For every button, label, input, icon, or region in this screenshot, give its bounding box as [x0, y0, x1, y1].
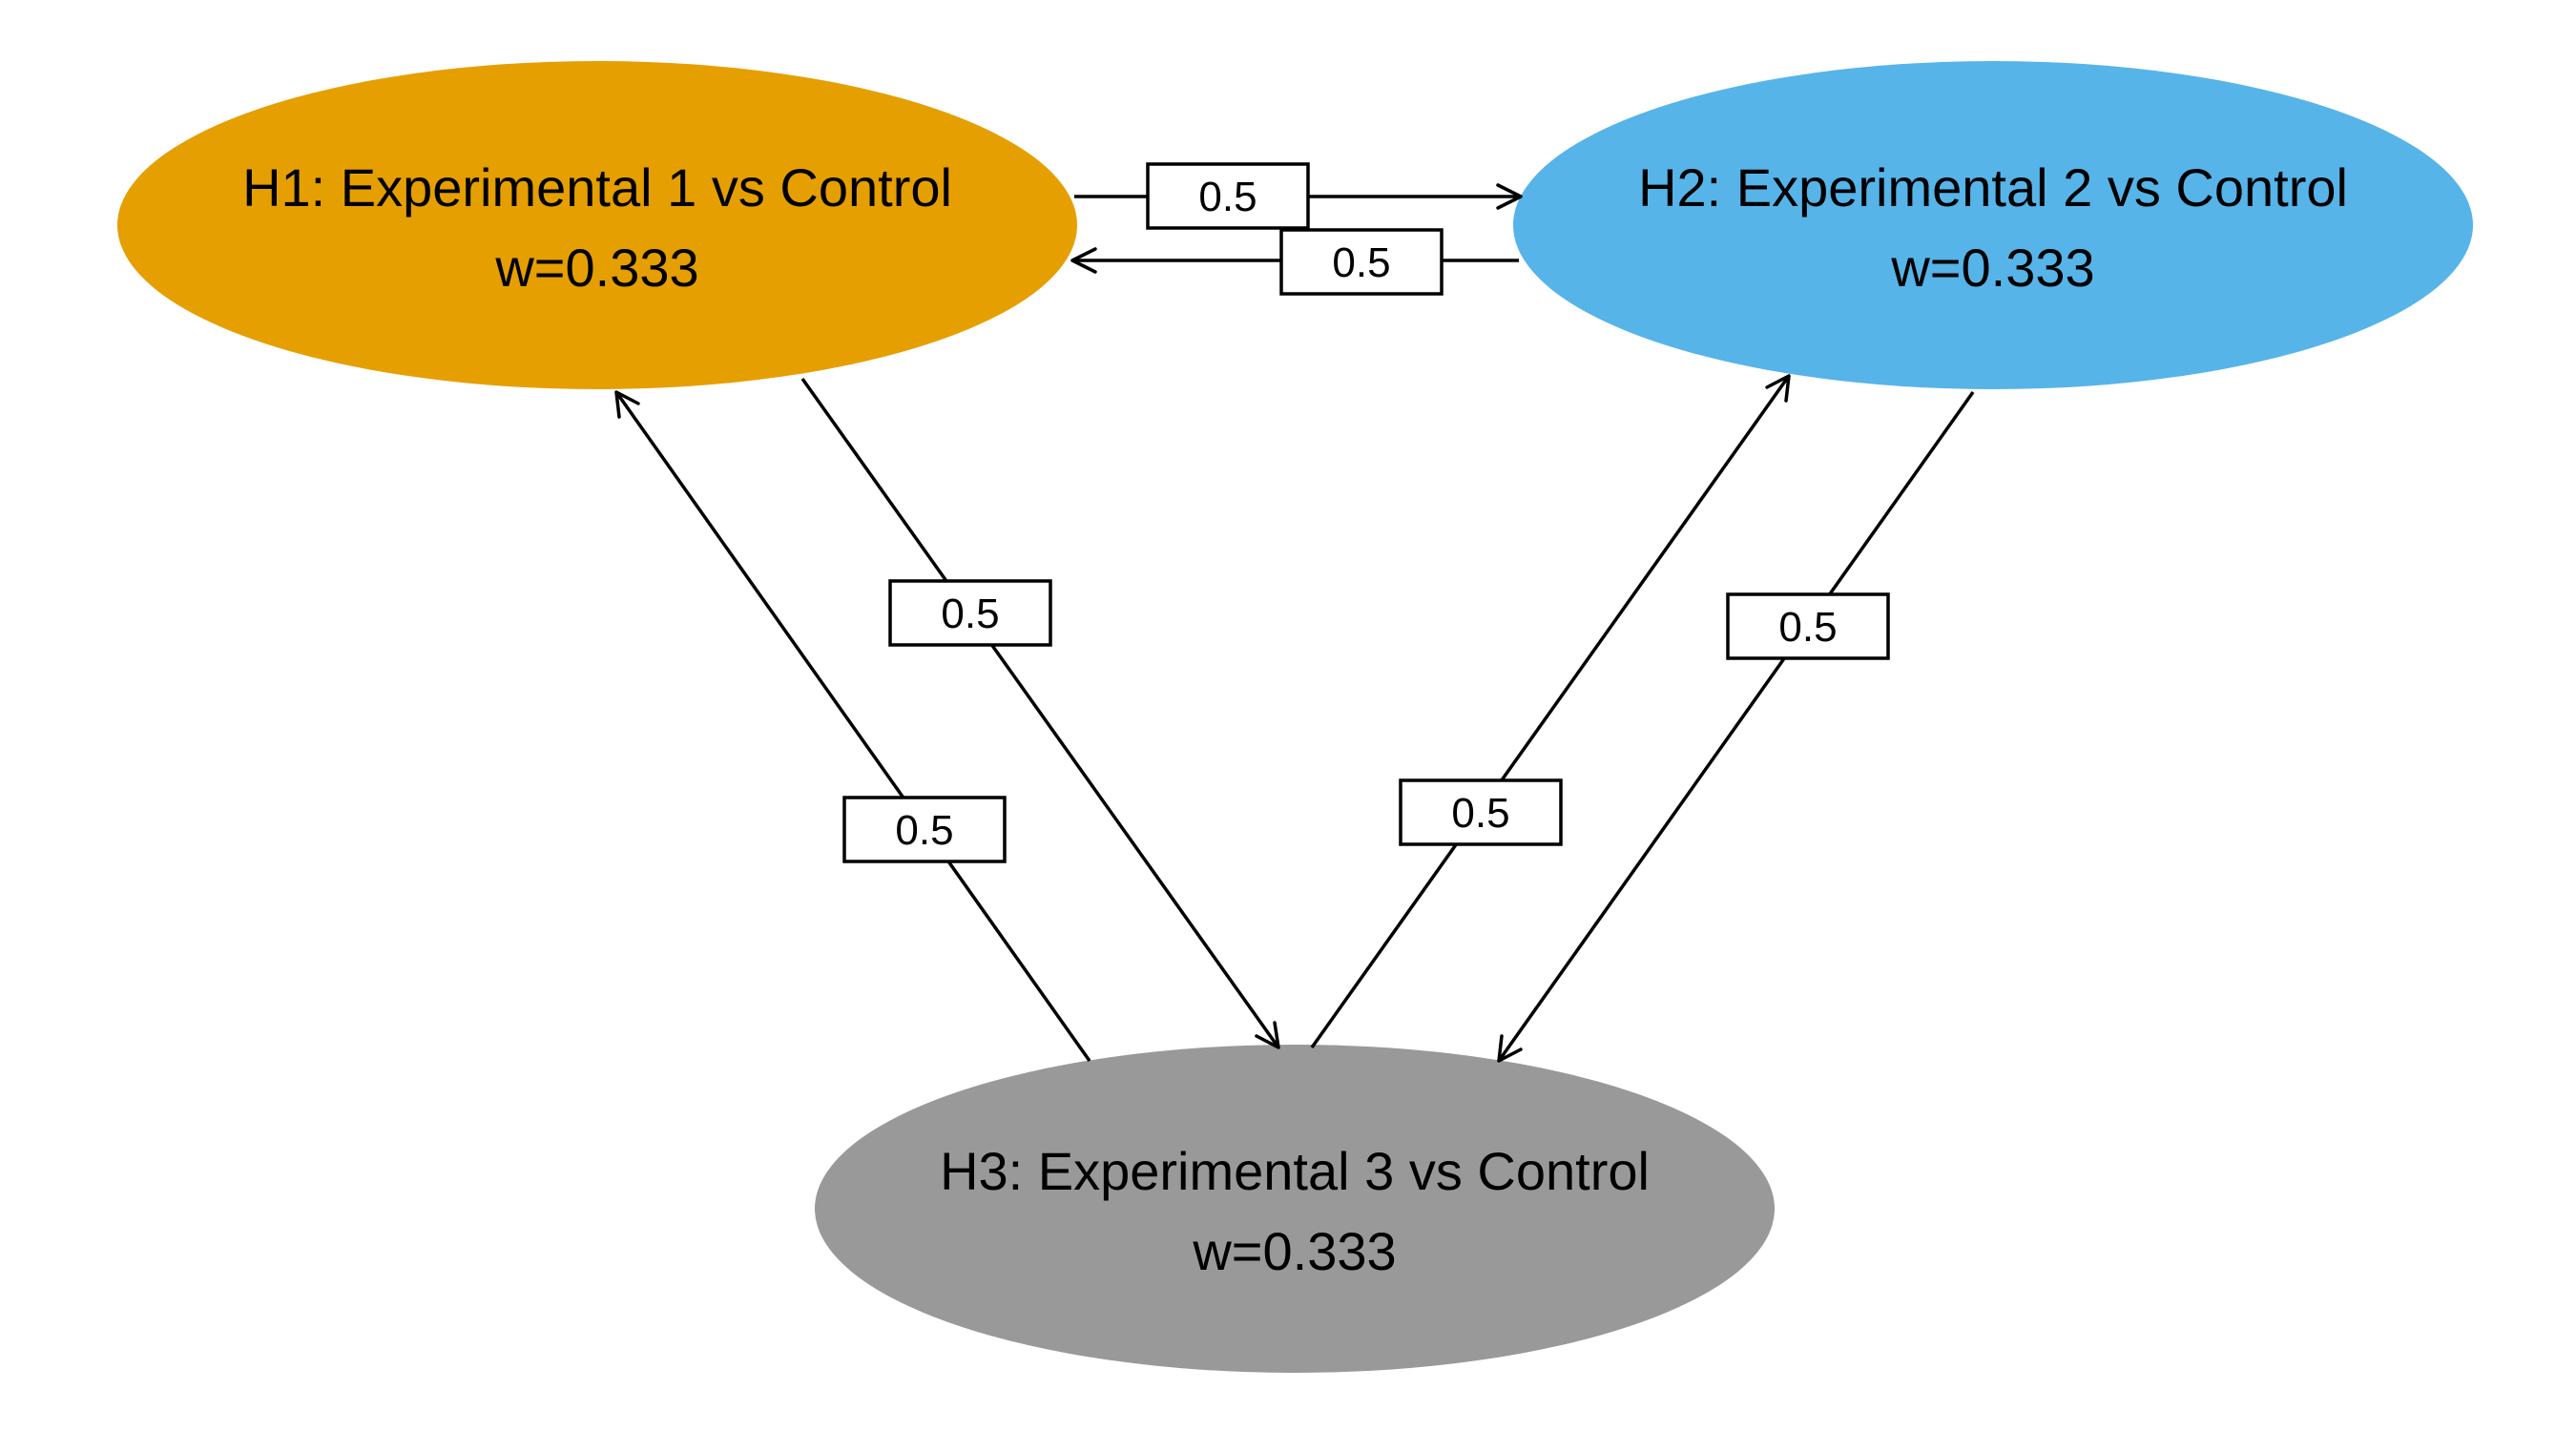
node-h3: H3: Experimental 3 vs Control w=0.333	[815, 1045, 1775, 1373]
node-h3-ellipse	[815, 1045, 1775, 1373]
edge-h3-to-h1-line	[614, 390, 1091, 1063]
edge-h2-to-h1-weight-box	[1279, 228, 1444, 296]
edge-h2-to-h3: 0.5	[1497, 390, 1975, 1063]
edge-h1-to-h2-arrowhead	[1496, 183, 1523, 210]
edge-h2-to-h3-arrowhead	[1497, 1034, 1523, 1063]
node-h1-title: H1: Experimental 1 vs Control	[242, 157, 952, 218]
edge-h2-to-h1-arrowhead	[1070, 247, 1097, 274]
edge-h1-to-h2-weight: 0.5	[1198, 174, 1257, 220]
edge-h3-to-h1-weight: 0.5	[895, 807, 953, 854]
edge-h3-to-h2-weight: 0.5	[1451, 790, 1509, 837]
edge-h3-to-h1-weight-box	[842, 796, 1007, 863]
edge-h1-to-h3-arrowhead	[1255, 1021, 1280, 1049]
edge-h3-to-h2-line	[1310, 374, 1791, 1049]
edge-h1-to-h2: 0.5	[1074, 162, 1523, 230]
node-h2-title: H2: Experimental 2 vs Control	[1638, 157, 2348, 218]
edge-h2-to-h3-line	[1497, 390, 1975, 1063]
node-h2: H2: Experimental 2 vs Control w=0.333	[1513, 61, 2473, 389]
edge-h1-to-h3-weight-box	[888, 579, 1052, 647]
node-h1-weight: w=0.333	[494, 238, 698, 298]
edge-h3-to-h1: 0.5	[614, 390, 1091, 1063]
node-h1-ellipse	[117, 61, 1077, 389]
edge-h2-to-h3-weight: 0.5	[1778, 604, 1837, 651]
edge-h2-to-h1-weight: 0.5	[1332, 239, 1390, 286]
node-h1: H1: Experimental 1 vs Control w=0.333	[117, 61, 1077, 389]
edge-h1-to-h3: 0.5	[800, 377, 1280, 1049]
node-h2-ellipse	[1513, 61, 2473, 389]
edge-h3-to-h1-arrowhead	[614, 390, 640, 419]
edge-h2-to-h3-weight-box	[1726, 592, 1890, 660]
edge-h3-to-h2: 0.5	[1310, 374, 1791, 1049]
edge-h1-to-h2-weight-box	[1146, 162, 1310, 230]
edge-h3-to-h2-arrowhead	[1765, 374, 1791, 403]
node-h2-weight: w=0.333	[1890, 238, 2094, 298]
node-h3-title: H3: Experimental 3 vs Control	[940, 1141, 1650, 1201]
edge-h1-to-h3-weight: 0.5	[941, 591, 999, 637]
edge-h1-to-h3-line	[800, 377, 1280, 1049]
edge-h2-to-h1: 0.5	[1070, 228, 1519, 296]
edge-h3-to-h2-weight-box	[1399, 778, 1563, 846]
node-h3-weight: w=0.333	[1192, 1221, 1396, 1281]
